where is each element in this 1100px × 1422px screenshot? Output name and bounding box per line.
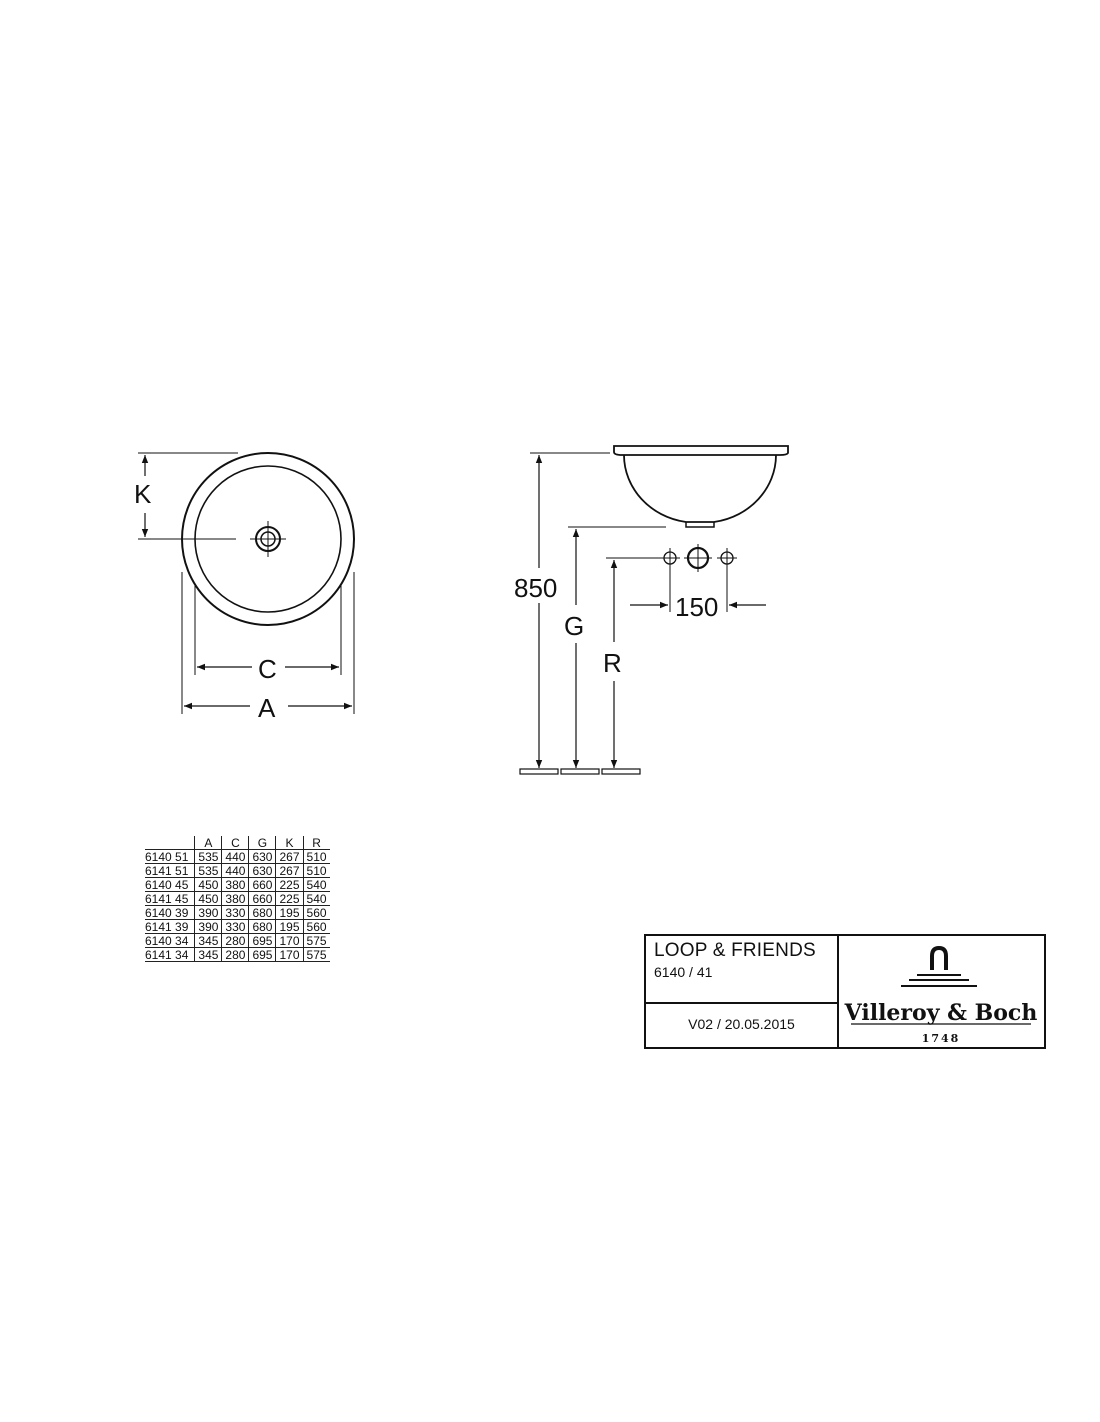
table-cell: 267 — [275, 863, 304, 878]
table-cell: 575 — [302, 947, 330, 962]
table-cell: 680 — [248, 905, 276, 920]
product-name: LOOP & FRIENDS — [654, 940, 816, 961]
table-header-cell: C — [221, 836, 249, 850]
table-cell: 330 — [221, 905, 249, 920]
basin-bowl-profile — [623, 454, 777, 523]
table-cell: 630 — [248, 863, 276, 878]
table-cell: 680 — [248, 919, 276, 934]
table-cell: 450 — [194, 877, 222, 892]
label-850: 850 — [514, 573, 557, 603]
table-cell: 440 — [221, 849, 249, 864]
table-cell: 330 — [221, 919, 249, 934]
table-cell: 6141 34 — [145, 947, 195, 962]
table-header-cell: K — [275, 836, 304, 850]
floor-block — [519, 768, 559, 775]
table-cell: 345 — [194, 933, 222, 948]
table-cell: 575 — [302, 933, 330, 948]
table-row: 6140 39 390 330 680 195 560 — [145, 905, 330, 920]
table-cell: 695 — [248, 933, 276, 948]
table-header-cell: A — [194, 836, 222, 850]
plan-view — [138, 452, 355, 714]
table-cell: 560 — [302, 919, 330, 934]
table-cell: 535 — [194, 863, 222, 878]
label-k: K — [134, 479, 152, 509]
table-cell: 440 — [221, 863, 249, 878]
table-cell: 170 — [275, 933, 304, 948]
table-cell: 390 — [194, 919, 222, 934]
table-header-cell: G — [248, 836, 276, 850]
table-row: 6140 51 535 440 630 267 510 — [145, 849, 330, 864]
model-number: 6140 / 41 — [654, 964, 713, 980]
valve-symbol-left — [660, 548, 680, 568]
table-cell: 345 — [194, 947, 222, 962]
table-cell: 6140 45 — [145, 877, 195, 892]
valve-symbol-right — [717, 548, 737, 568]
table-cell: 195 — [275, 905, 304, 920]
table-cell: 6141 51 — [145, 863, 195, 878]
table-cell: 6141 39 — [145, 919, 195, 934]
table-cell: 170 — [275, 947, 304, 962]
table-cell: 6140 34 — [145, 933, 195, 948]
table-cell: 695 — [248, 947, 276, 962]
table-row: 6141 34 345 280 695 170 575 — [145, 947, 330, 962]
table-header-cell: R — [302, 836, 330, 850]
floor-block — [560, 768, 600, 775]
version-date: V02 / 20.05.2015 — [688, 1016, 795, 1032]
table-cell: 195 — [275, 919, 304, 934]
table-cell: 535 — [194, 849, 222, 864]
dimension-table: A C G K R 6140 51 535 440 630 267 510 61… — [145, 836, 330, 962]
table-cell: 540 — [302, 891, 330, 906]
table-header-row: A C G K R — [145, 836, 330, 850]
table-cell: 560 — [302, 905, 330, 920]
table-cell: 660 — [248, 891, 276, 906]
title-block-product-cell: LOOP & FRIENDS 6140 / 41 — [646, 936, 837, 1004]
side-view — [519, 445, 789, 775]
label-c: C — [258, 654, 277, 684]
table-cell: 267 — [275, 849, 304, 864]
table-row: 6141 45 450 380 660 225 540 — [145, 891, 330, 906]
label-a: A — [258, 693, 276, 723]
label-g: G — [564, 611, 584, 641]
table-cell: 390 — [194, 905, 222, 920]
label-150: 150 — [675, 592, 718, 622]
table-cell: 225 — [275, 877, 304, 892]
table-header-cell — [145, 836, 195, 850]
floor-block — [601, 768, 641, 775]
table-cell: 450 — [194, 891, 222, 906]
table-cell: 540 — [302, 877, 330, 892]
table-row: 6140 45 450 380 660 225 540 — [145, 877, 330, 892]
villeroy-boch-logo: Villeroy & Boch 1748 — [844, 945, 1038, 1045]
table-cell: 510 — [302, 863, 330, 878]
table-cell: 510 — [302, 849, 330, 864]
basin-rim-profile — [613, 445, 789, 456]
drain-outlet — [685, 522, 715, 528]
outlet-symbol-center — [684, 544, 712, 572]
brand-wordmark: Villeroy & Boch — [844, 1000, 1038, 1026]
table-cell: 630 — [248, 849, 276, 864]
fountain-icon — [901, 945, 977, 987]
label-r: R — [603, 648, 622, 678]
table-cell: 6140 39 — [145, 905, 195, 920]
table-cell: 225 — [275, 891, 304, 906]
brand-logo-cell: Villeroy & Boch 1748 — [839, 936, 1044, 1047]
table-cell: 6140 51 — [145, 849, 195, 864]
table-row: 6140 34 345 280 695 170 575 — [145, 933, 330, 948]
table-row: 6141 51 535 440 630 267 510 — [145, 863, 330, 878]
brand-year: 1748 — [922, 1032, 961, 1045]
table-cell: 660 — [248, 877, 276, 892]
title-block-info: LOOP & FRIENDS 6140 / 41 V02 / 20.05.201… — [646, 936, 839, 1047]
table-row: 6141 39 390 330 680 195 560 — [145, 919, 330, 934]
table-cell: 280 — [221, 947, 249, 962]
table-cell: 280 — [221, 933, 249, 948]
table-cell: 380 — [221, 891, 249, 906]
title-block: LOOP & FRIENDS 6140 / 41 V02 / 20.05.201… — [644, 934, 1046, 1049]
table-cell: 6141 45 — [145, 891, 195, 906]
table-cell: 380 — [221, 877, 249, 892]
